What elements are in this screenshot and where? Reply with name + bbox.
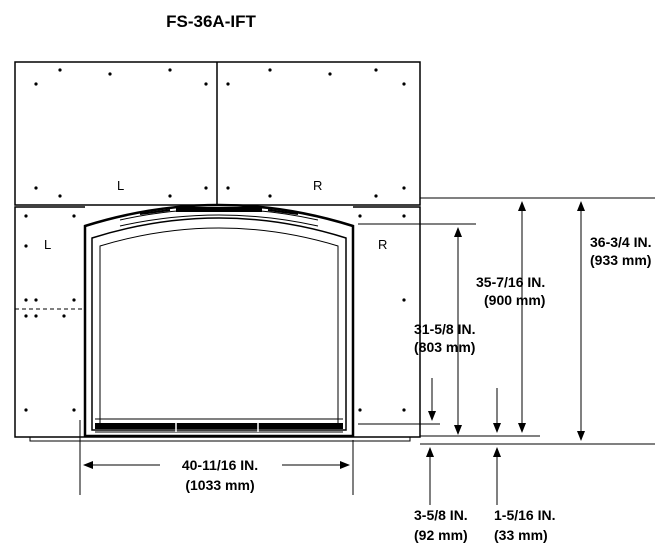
dimension-arrows <box>83 201 585 505</box>
dimension-labels: 36-3/4 IN. (933 mm) 35-7/16 IN. (900 mm)… <box>182 234 652 543</box>
lower-left-panel-label: L <box>44 237 51 252</box>
lower-right-panel-label: R <box>378 237 387 252</box>
diagram-title: FS-36A-IFT <box>166 12 256 31</box>
overall-height-imperial: 36-3/4 IN. <box>590 234 651 250</box>
upper-left-panel-label: L <box>117 178 124 193</box>
offset-a-metric: (92 mm) <box>414 527 468 543</box>
upper-right-panel-label: R <box>313 178 322 193</box>
hood-louvers <box>119 207 319 227</box>
firebox-arch-outer <box>83 203 355 438</box>
upper-surround-panels: L R <box>14 61 421 206</box>
offset-b-metric: (33 mm) <box>494 527 548 543</box>
width-metric: (1033 mm) <box>185 477 254 493</box>
offset-b-imperial: 1-5/16 IN. <box>494 507 555 523</box>
firebox-opening <box>99 227 339 425</box>
hood-height-imperial: 35-7/16 IN. <box>476 274 545 290</box>
lower-panel-screws <box>24 214 406 412</box>
firebox-front <box>29 203 411 442</box>
base-plate <box>29 437 411 442</box>
bottom-louvers <box>95 418 343 433</box>
offset-a-imperial: 3-5/8 IN. <box>414 507 468 523</box>
width-imperial: 40-11/16 IN. <box>182 457 258 473</box>
overall-height-metric: (933 mm) <box>590 252 651 268</box>
firebox-arch-inner <box>91 217 347 431</box>
extension-lines <box>79 197 655 495</box>
opening-height-imperial: 31-5/8 IN. <box>414 321 475 337</box>
upper-panel-screws <box>34 68 406 198</box>
opening-height-metric: (803 mm) <box>414 339 475 355</box>
hood-height-metric: (900 mm) <box>484 292 545 308</box>
